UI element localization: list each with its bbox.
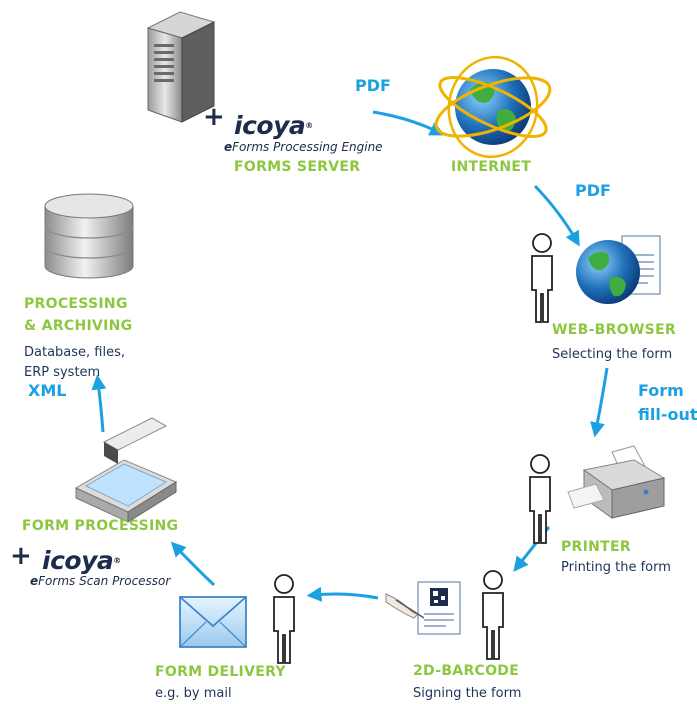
registered-mark: ® [305,121,313,130]
printer-label: PRINTER [561,539,631,555]
pdf-label-2: PDF [575,181,611,200]
arrow-browser-to-printer [590,367,609,438]
arrow-server-to-internet [372,110,445,136]
form-processing-label: FORM PROCESSING [22,518,179,534]
scan-processor-prefix: e [30,574,39,588]
arrow-scanner-to-archive [91,374,107,433]
processing-label-line2: & ARCHIVING [24,318,133,334]
web-browser-label: WEB-BROWSER [552,322,677,338]
database-icon [44,193,134,279]
icoya-logo: icoya® [234,113,313,138]
envelope-icon [179,596,247,648]
registered-mark-2: ® [113,556,121,565]
engine-name: eForms Processing Engine [224,140,383,154]
arrow-internet-to-browser [533,184,580,247]
processing-desc-line1: Database, files, [24,345,125,360]
server-icon [146,11,216,123]
user-figure-icon [531,233,553,323]
icoya-logo-text-2: icoya [42,546,114,575]
forms-server-label: FORMS SERVER [234,159,361,175]
barcode-desc: Signing the form [413,686,522,701]
printer-desc: Printing the form [561,560,671,575]
user-figure-icon-3 [482,570,504,660]
form-fillout-line2: fill-out [638,405,697,424]
printer-icon [567,445,666,519]
internet-label: INTERNET [451,159,532,175]
barcode-document-icon [385,581,461,635]
internet-globe-icon [434,55,552,159]
form-delivery-label: FORM DELIVERY [155,664,286,680]
form-delivery-desc: e.g. by mail [155,686,232,701]
processing-label-line1: PROCESSING [24,296,128,312]
scan-processor-rest: Forms Scan Processor [38,574,171,588]
pdf-label-1: PDF [355,76,391,95]
web-browser-desc: Selecting the form [552,347,673,362]
processing-desc-line2: ERP system [24,365,101,380]
form-fillout-line1: Form [638,381,684,400]
user-figure-icon-4 [273,574,295,664]
icoya-logo-text: icoya [234,111,306,140]
engine-prefix: e [224,140,233,154]
arrow-delivery-to-processing [170,541,216,587]
scanner-icon [74,417,178,523]
scan-processor-name: eForms Scan Processor [30,574,170,588]
web-browser-icon [576,235,661,304]
engine-rest: Forms Processing Engine [232,140,383,154]
plus-sign-2: + [10,541,32,571]
arrow-barcode-to-delivery [306,586,379,602]
barcode-label: 2D-BARCODE [413,663,520,679]
xml-label: XML [28,381,67,400]
plus-sign: + [203,102,225,132]
user-figure-icon-2 [529,454,551,544]
icoya-logo-2: icoya® [42,548,121,573]
